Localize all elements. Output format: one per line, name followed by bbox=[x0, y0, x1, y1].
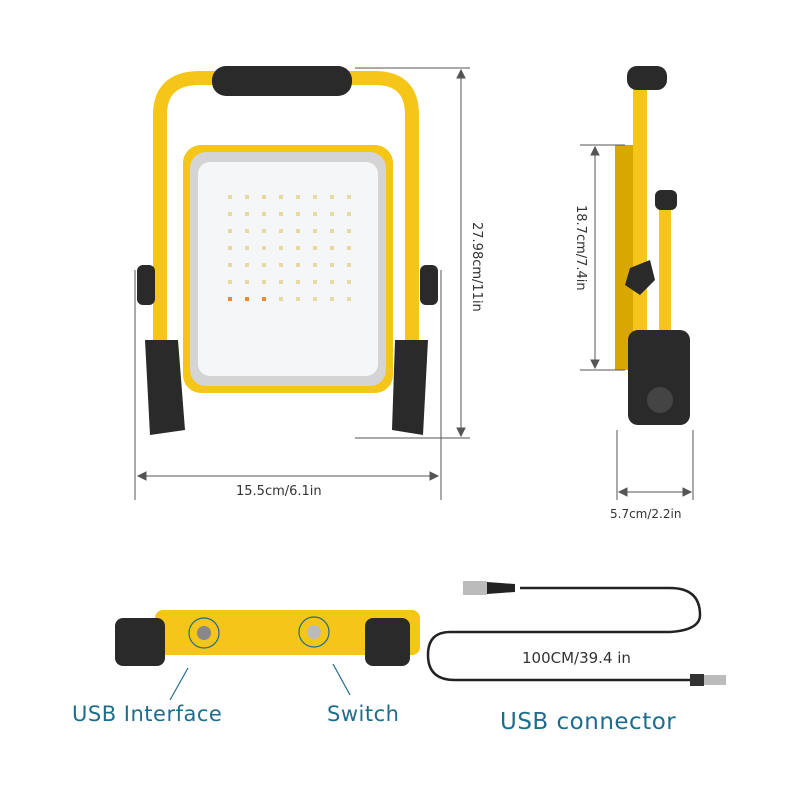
led bbox=[347, 195, 351, 199]
led bbox=[330, 246, 334, 250]
led bbox=[296, 212, 300, 216]
led bbox=[347, 263, 351, 267]
height-dimension: 27.98cm/11in bbox=[469, 222, 484, 312]
led bbox=[313, 280, 317, 284]
switch-label: Switch bbox=[327, 702, 400, 726]
led bbox=[330, 195, 334, 199]
led bbox=[279, 263, 283, 267]
led bbox=[296, 297, 300, 301]
led bbox=[245, 195, 249, 199]
led bbox=[262, 280, 266, 284]
usb-interface-highlight bbox=[188, 617, 220, 649]
dc-plug bbox=[704, 675, 726, 685]
led bbox=[296, 263, 300, 267]
side-dimension-lines bbox=[580, 144, 694, 500]
side-view bbox=[615, 66, 690, 425]
led bbox=[313, 263, 317, 267]
left-foot bbox=[145, 340, 185, 435]
led bbox=[330, 297, 334, 301]
switch-highlight bbox=[298, 616, 330, 648]
led bbox=[330, 212, 334, 216]
led bbox=[296, 280, 300, 284]
led bbox=[313, 246, 317, 250]
led bbox=[262, 195, 266, 199]
led bbox=[245, 263, 249, 267]
led bbox=[347, 229, 351, 233]
side-height-dimension: 18.7cm/7.4in bbox=[573, 205, 588, 291]
led bbox=[347, 280, 351, 284]
left-knob bbox=[137, 265, 155, 305]
front-dimension-lines bbox=[134, 67, 470, 500]
led bbox=[262, 212, 266, 216]
usb-interface-label: USB Interface bbox=[72, 702, 223, 726]
led bbox=[245, 246, 249, 250]
led bbox=[279, 212, 283, 216]
led bbox=[330, 229, 334, 233]
usb-plug bbox=[463, 581, 487, 595]
led bbox=[245, 297, 249, 301]
bottom-view bbox=[115, 610, 420, 701]
led bbox=[279, 246, 283, 250]
handle bbox=[212, 66, 352, 96]
led bbox=[347, 297, 351, 301]
led bbox=[347, 246, 351, 250]
side-foot bbox=[628, 330, 690, 425]
led bbox=[228, 212, 232, 216]
led bbox=[245, 229, 249, 233]
led bbox=[279, 195, 283, 199]
led bbox=[313, 195, 317, 199]
led bbox=[262, 263, 266, 267]
width-dimension: 15.5cm/6.1in bbox=[236, 484, 322, 499]
led bbox=[313, 229, 317, 233]
led bbox=[296, 229, 300, 233]
led bbox=[279, 280, 283, 284]
led bbox=[245, 280, 249, 284]
led bbox=[296, 195, 300, 199]
led-grid bbox=[228, 195, 351, 301]
led bbox=[313, 212, 317, 216]
led bbox=[228, 297, 232, 301]
led bbox=[228, 246, 232, 250]
right-knob bbox=[420, 265, 438, 305]
led bbox=[313, 297, 317, 301]
led bbox=[228, 229, 232, 233]
led bbox=[296, 246, 300, 250]
led bbox=[330, 280, 334, 284]
depth-dimension: 5.7cm/2.2in bbox=[610, 507, 682, 521]
right-foot bbox=[392, 340, 428, 435]
led bbox=[330, 263, 334, 267]
usb-connector-label: USB connector bbox=[500, 709, 677, 735]
led bbox=[245, 212, 249, 216]
cable-length: 100CM/39.4 in bbox=[522, 649, 631, 667]
led bbox=[262, 246, 266, 250]
led bbox=[347, 212, 351, 216]
led bbox=[228, 263, 232, 267]
led bbox=[228, 195, 232, 199]
led bbox=[279, 297, 283, 301]
front-view bbox=[137, 66, 438, 435]
led-panel bbox=[198, 162, 378, 376]
usb-cable bbox=[426, 581, 726, 686]
led bbox=[228, 280, 232, 284]
led bbox=[262, 229, 266, 233]
led bbox=[279, 229, 283, 233]
led bbox=[262, 297, 266, 301]
